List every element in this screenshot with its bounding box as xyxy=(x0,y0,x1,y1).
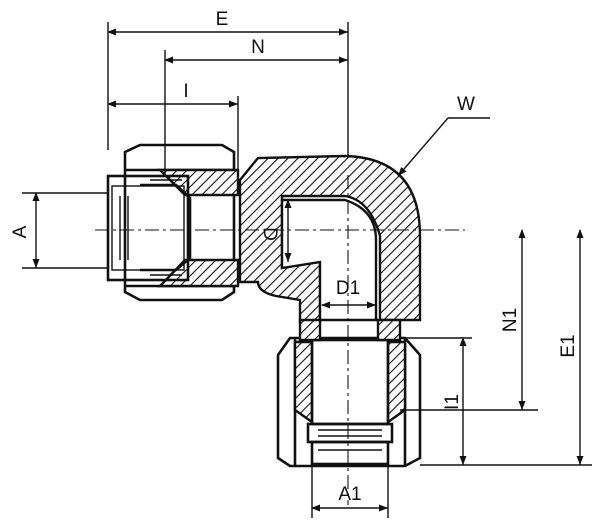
dim-E1: E1 xyxy=(420,229,592,466)
bottom-nut xyxy=(276,318,422,468)
label-N1: N1 xyxy=(500,308,521,332)
dim-E: E xyxy=(107,9,349,158)
dim-N1: N1 xyxy=(400,229,538,411)
label-A: A xyxy=(10,225,31,238)
label-D: D xyxy=(259,227,280,241)
label-I1: I1 xyxy=(442,394,463,410)
dim-W: W xyxy=(397,94,490,177)
label-A1: A1 xyxy=(338,484,361,505)
dim-D1: D1 xyxy=(321,278,376,309)
dim-I: I xyxy=(107,81,239,175)
label-I: I xyxy=(183,81,188,102)
label-E: E xyxy=(216,9,229,30)
label-W: W xyxy=(457,94,475,115)
label-N: N xyxy=(251,37,265,58)
dim-D: D xyxy=(259,199,292,262)
left-nut xyxy=(106,143,240,302)
dim-A1: A1 xyxy=(311,466,389,518)
dim-N: N xyxy=(164,37,348,175)
dim-I1: I1 xyxy=(405,337,472,465)
dim-A: A xyxy=(10,192,108,269)
label-E1: E1 xyxy=(558,334,579,357)
label-D1: D1 xyxy=(336,278,360,299)
